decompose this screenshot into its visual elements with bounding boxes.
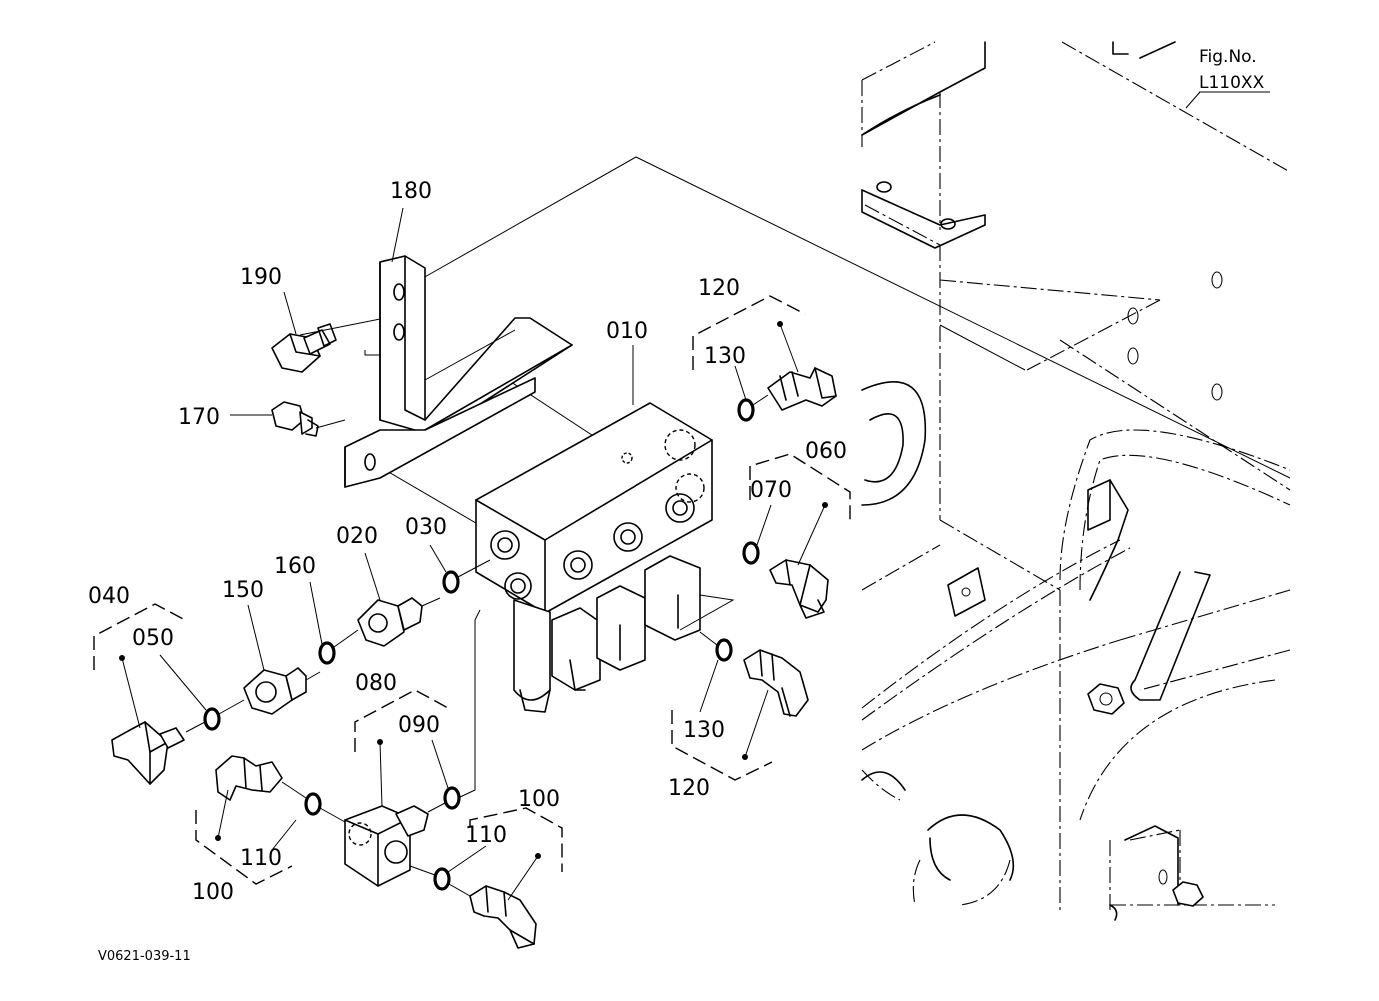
o-ring-part-160[interactable] xyxy=(318,641,336,665)
adapter-part-150[interactable] xyxy=(243,667,321,715)
fitting-part-170[interactable] xyxy=(271,401,319,437)
callout-leaders xyxy=(159,207,772,873)
callout-060: 060 xyxy=(805,439,847,464)
o-ring-part-090[interactable] xyxy=(443,786,461,810)
callout-050: 050 xyxy=(132,626,174,651)
leader-130-upper xyxy=(752,394,769,406)
leader-090-link xyxy=(427,802,446,813)
leader-110-right-link xyxy=(409,865,436,876)
o-ring-part-110-right[interactable] xyxy=(433,867,451,891)
callout-180: 180 xyxy=(390,179,432,204)
group-bracket-080 xyxy=(354,689,449,807)
figure-number: L110XX xyxy=(1199,73,1265,93)
leader-050-link xyxy=(185,721,206,733)
drawing-code: V0621-039-11 xyxy=(98,949,191,964)
elbow-fitting-part-040[interactable] xyxy=(111,721,185,785)
callout-010: 010 xyxy=(606,319,648,344)
callout-090: 090 xyxy=(398,713,440,738)
leader-160-link xyxy=(333,629,359,648)
o-ring-part-130-lower[interactable] xyxy=(715,638,733,662)
machine-frame-outline xyxy=(861,41,1291,921)
callout-070: 070 xyxy=(750,478,792,503)
callout-110-left: 110 xyxy=(240,846,282,871)
callout-100-left: 100 xyxy=(192,880,234,905)
callout-130-upper: 130 xyxy=(704,344,746,369)
callout-120-lower: 120 xyxy=(668,776,710,801)
o-ring-part-070[interactable] xyxy=(742,541,760,565)
group-bracket-100-right xyxy=(469,807,563,901)
callout-030: 030 xyxy=(405,515,447,540)
leader-110-tee-link xyxy=(319,807,346,823)
bracket-part-180[interactable] xyxy=(344,255,573,488)
group-bracket-060 xyxy=(749,453,851,566)
figure-number-block: Fig.No. L110XX xyxy=(1112,41,1270,109)
o-ring-part-110-left[interactable] xyxy=(304,792,322,816)
group-bracket-040 xyxy=(93,603,186,729)
o-ring-part-050[interactable] xyxy=(203,707,221,731)
o-ring-part-030[interactable] xyxy=(442,570,460,594)
elbow-fitting-part-100-left[interactable] xyxy=(215,755,283,801)
callout-080: 080 xyxy=(355,671,397,696)
elbow-fitting-part-060[interactable] xyxy=(769,559,829,619)
elbow-fitting-part-100-right[interactable] xyxy=(469,885,537,949)
group-bracket-120-upper xyxy=(692,295,806,373)
o-ring-part-130-upper[interactable] xyxy=(737,398,755,422)
callout-040: 040 xyxy=(88,584,130,609)
callout-110-right: 110 xyxy=(465,823,507,848)
leader-110-right-fitting xyxy=(448,883,471,897)
callout-170: 170 xyxy=(178,405,220,430)
callout-020: 020 xyxy=(336,524,378,549)
callout-150: 150 xyxy=(222,578,264,603)
tee-block-part-080[interactable] xyxy=(344,805,429,887)
callout-190: 190 xyxy=(240,265,282,290)
leader-110-left-link xyxy=(281,781,307,799)
elbow-fitting-part-120-upper[interactable] xyxy=(767,367,837,411)
adapter-part-020[interactable] xyxy=(357,597,441,647)
group-bracket-100-left xyxy=(195,789,293,885)
callout-130-lower: 130 xyxy=(683,718,725,743)
callout-100-right: 100 xyxy=(518,787,560,812)
bolt-part-190[interactable] xyxy=(271,323,337,373)
callout-labels: 180 190 170 010 120 130 060 070 020 030 … xyxy=(88,179,847,905)
elbow-fitting-part-120-lower[interactable] xyxy=(743,649,809,717)
figure-label: Fig.No. xyxy=(1199,47,1257,67)
callout-120-upper: 120 xyxy=(698,276,740,301)
leader-130-lower-port xyxy=(699,631,718,646)
callout-160: 160 xyxy=(274,554,316,579)
leader-030-port xyxy=(457,559,491,578)
group-bracket-120-lower xyxy=(671,689,773,781)
leader-150-link xyxy=(218,699,245,715)
valve-block-part-010[interactable] xyxy=(475,402,735,713)
